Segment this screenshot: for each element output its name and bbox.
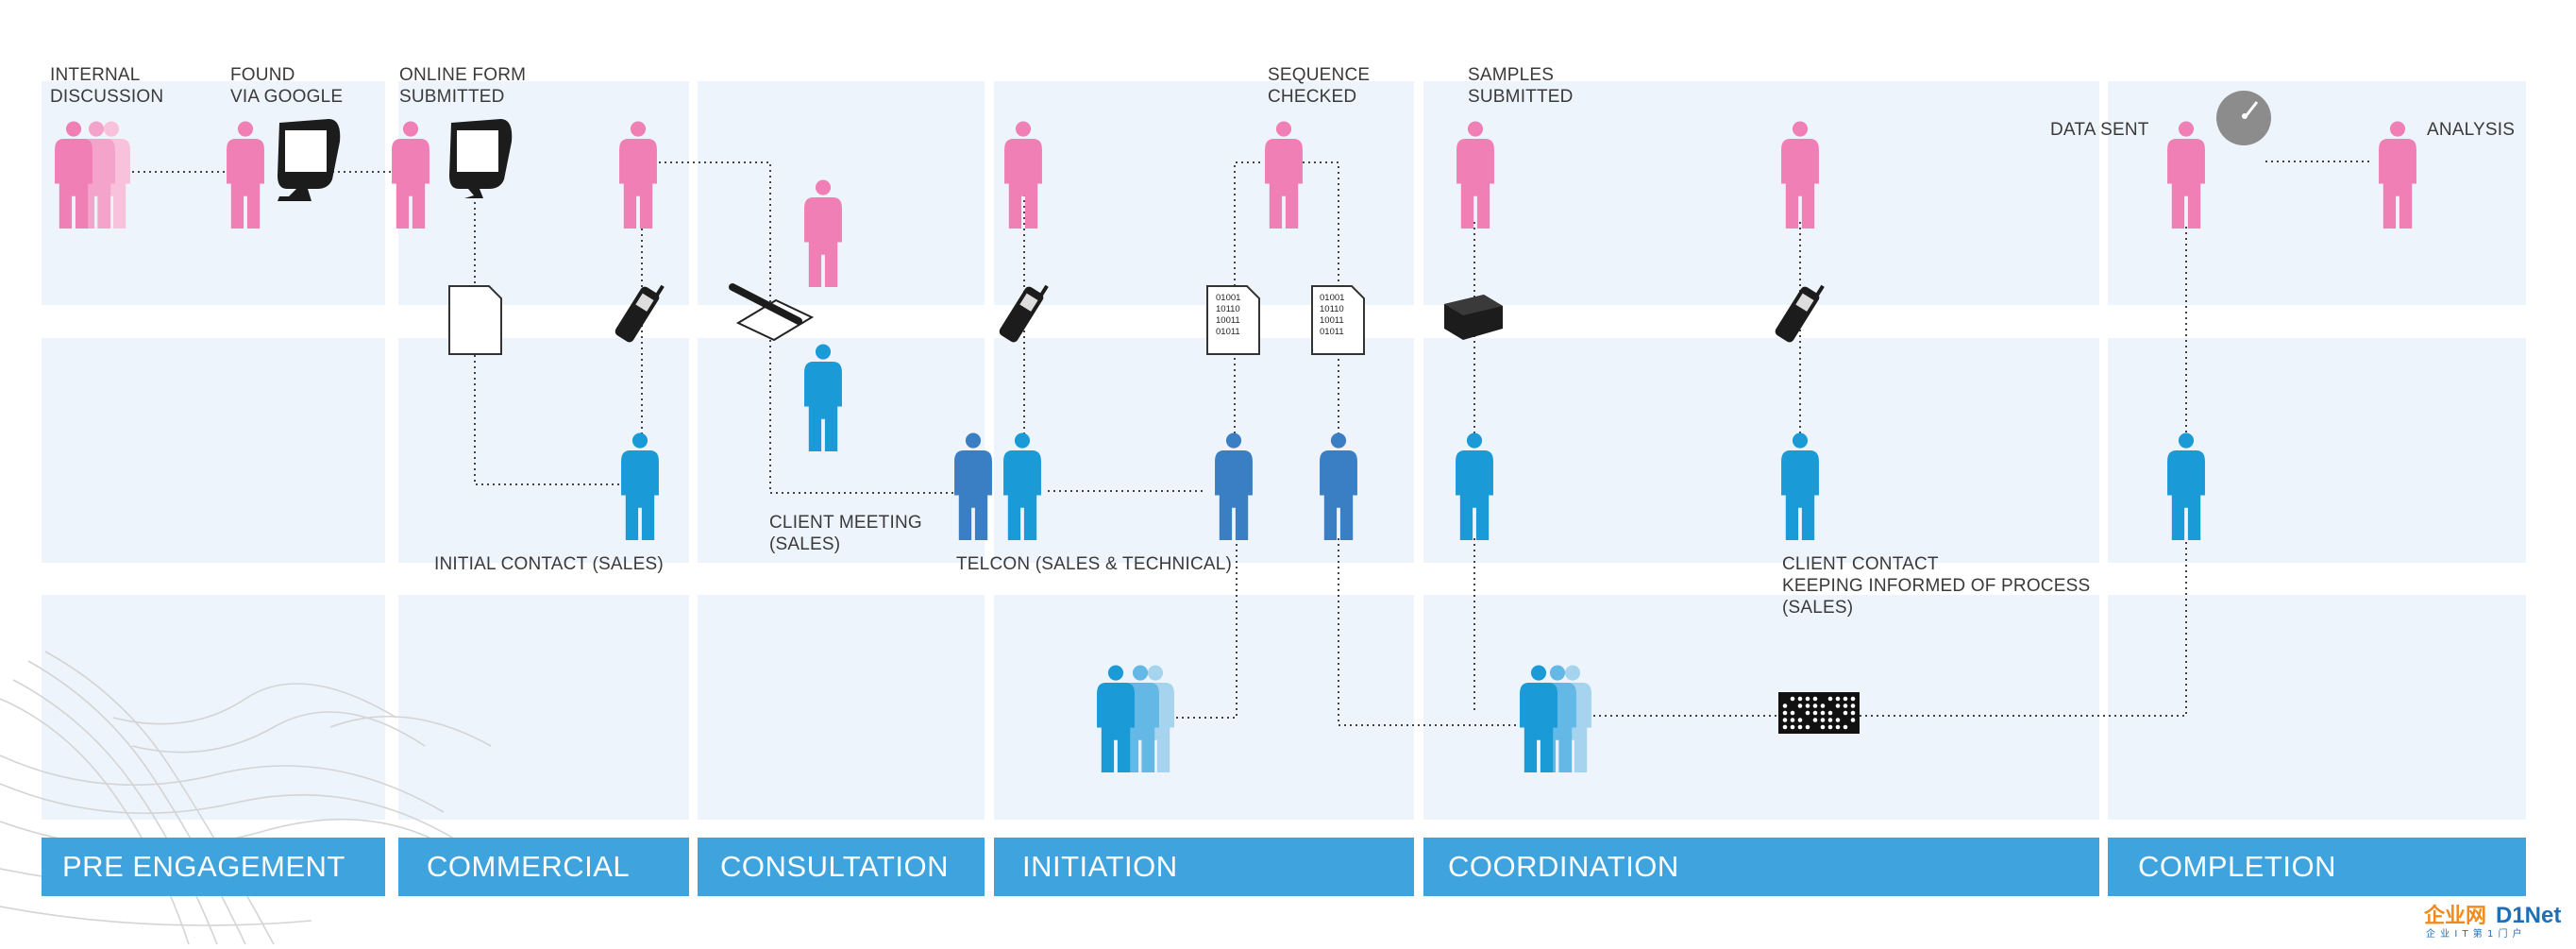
plate-well [1827,724,1833,730]
document-code-line: 01001 [1216,293,1240,303]
label-client-contact: CLIENT CONTACT KEEPING INFORMED OF PROCE… [1782,554,2091,618]
sequencing-plate-icon [1778,692,1860,734]
mobile-phone-icon [615,284,665,343]
plate-well [1827,696,1833,702]
label-initial-contact: INITIAL CONTACT (SALES) [434,554,664,574]
plate-well [1805,724,1810,730]
plate-well [1843,696,1848,702]
plate-well [1782,718,1788,722]
computer-icon [449,119,513,198]
plate-well [1820,703,1826,708]
label-client-meeting: CLIENT MEETING (SALES) [769,513,922,554]
label-sequence-checked: SEQUENCE CHECKED [1268,65,1371,107]
plate-well [1850,718,1856,722]
data-disc-icon [2216,91,2271,145]
document-code-line: 01001 [1320,293,1344,303]
plate-well [1835,696,1841,702]
label-found-via-google: FOUND VIA GOOGLE [230,65,344,107]
document-code-line: 01011 [1320,327,1344,337]
plate-well [1843,724,1848,730]
plate-well [1790,696,1795,702]
plate-well [1805,703,1810,708]
logo-brand-en: D1Net [2496,903,2562,928]
plate-well [1797,703,1803,708]
phase-coordination: COORDINATION [1423,838,2099,896]
plate-well [1782,724,1788,730]
label-telcon: TELCON (SALES & TECHNICAL) [956,554,1233,574]
plate-well [1782,710,1788,716]
document-code-line: 10011 [1216,315,1240,326]
plate-well [1790,710,1795,716]
plate-well [1820,710,1826,716]
computer-icon [278,119,341,201]
data-document-icon: 01001 10110 10011 01011 [1311,285,1365,355]
plate-well [1820,724,1826,730]
plate-well [1827,710,1833,716]
data-document-icon: 01001 10110 10011 01011 [1206,285,1260,355]
phase-commercial: COMMERCIAL [398,838,689,896]
phase-pre-engagement: PRE ENGAGEMENT [42,838,385,896]
lane-grid [42,81,2526,820]
plate-well [1782,703,1788,708]
label-analysis: ANALYSIS [2427,120,2516,140]
label-samples-submitted: SAMPLES SUBMITTED [1468,65,1574,107]
plate-well [1850,703,1856,708]
plate-well [1812,718,1818,722]
logo-brand-cn: 企业网 [2424,905,2487,928]
plate-well [1835,718,1841,722]
contract-signing-icon [729,283,815,342]
mobile-phone-icon [999,284,1049,343]
plate-well [1812,703,1818,708]
plate-well [1805,696,1810,702]
label-online-form-submitted: ONLINE FORM SUBMITTED [399,65,527,107]
plate-well [1850,710,1856,716]
plate-well [1843,710,1848,716]
document-icon [448,285,502,355]
plate-well [1797,724,1803,730]
plate-well [1850,696,1856,702]
plate-well [1835,703,1841,708]
document-code-line: 10011 [1320,315,1344,326]
phase-completion: COMPLETION [2108,838,2526,896]
plate-well [1797,696,1803,702]
d1net-watermark-logo: 企业网 D1Net 企 业 I T 第 1 门 户 [2424,903,2575,942]
document-code-line: 10110 [1216,304,1240,314]
plate-well [1790,718,1795,722]
phase-consultation: CONSULTATION [698,838,985,896]
plate-well [1812,710,1818,716]
phase-initiation: INITIATION [994,838,1414,896]
plate-well [1790,724,1795,730]
plate-well [1812,696,1818,702]
sample-package-icon [1444,295,1503,340]
plate-well [1805,710,1810,716]
plate-well [1820,718,1826,722]
plate-well [1827,718,1833,722]
document-code-line: 01011 [1216,327,1240,337]
mobile-phone-icon [1775,284,1825,343]
plate-well [1797,718,1803,722]
label-data-sent: DATA SENT [2050,120,2149,140]
plate-well [1843,703,1848,708]
document-code-line: 10110 [1320,304,1344,314]
plate-well [1835,724,1841,730]
label-internal-discussion: INTERNAL DISCUSSION [50,65,164,107]
flow-connectors [132,151,2372,726]
logo-tagline: 企 业 I T 第 1 门 户 [2426,929,2523,940]
